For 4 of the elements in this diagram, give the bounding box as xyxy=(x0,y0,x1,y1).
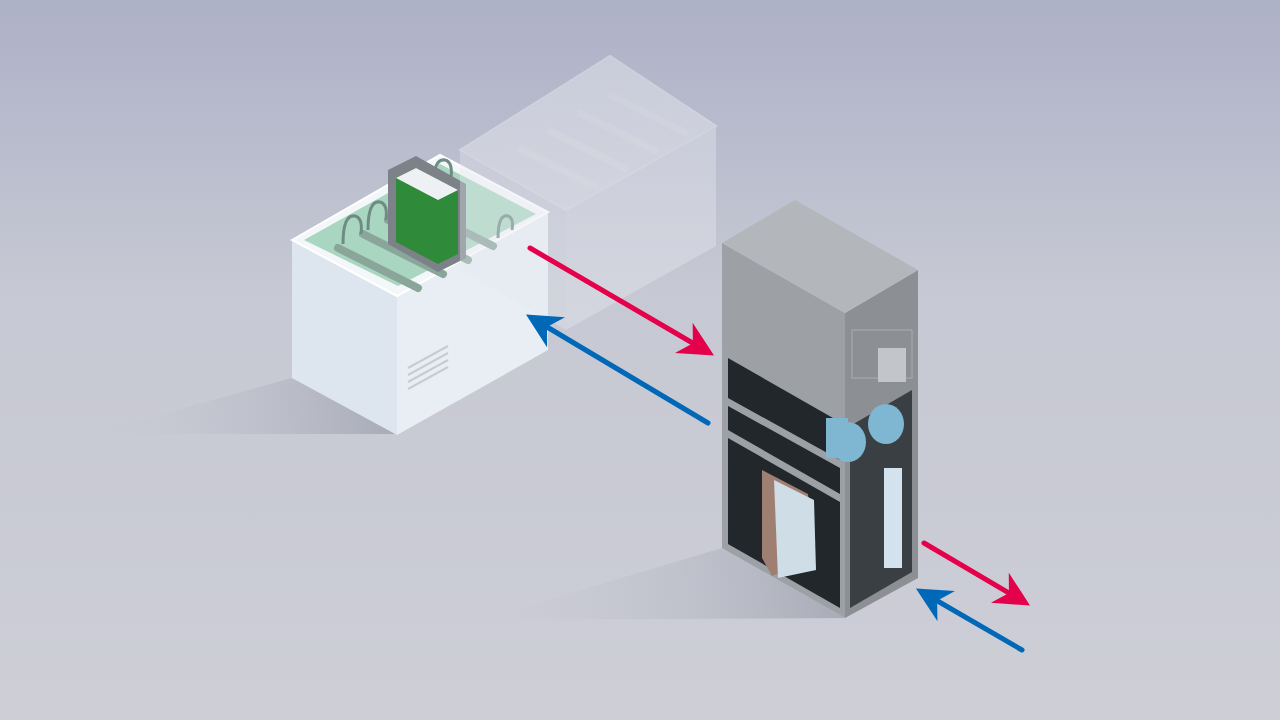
flow-arrow xyxy=(915,588,1025,653)
flow-arrow xyxy=(527,245,715,356)
flow-arrow xyxy=(526,314,711,426)
flow-arrow xyxy=(921,540,1031,606)
